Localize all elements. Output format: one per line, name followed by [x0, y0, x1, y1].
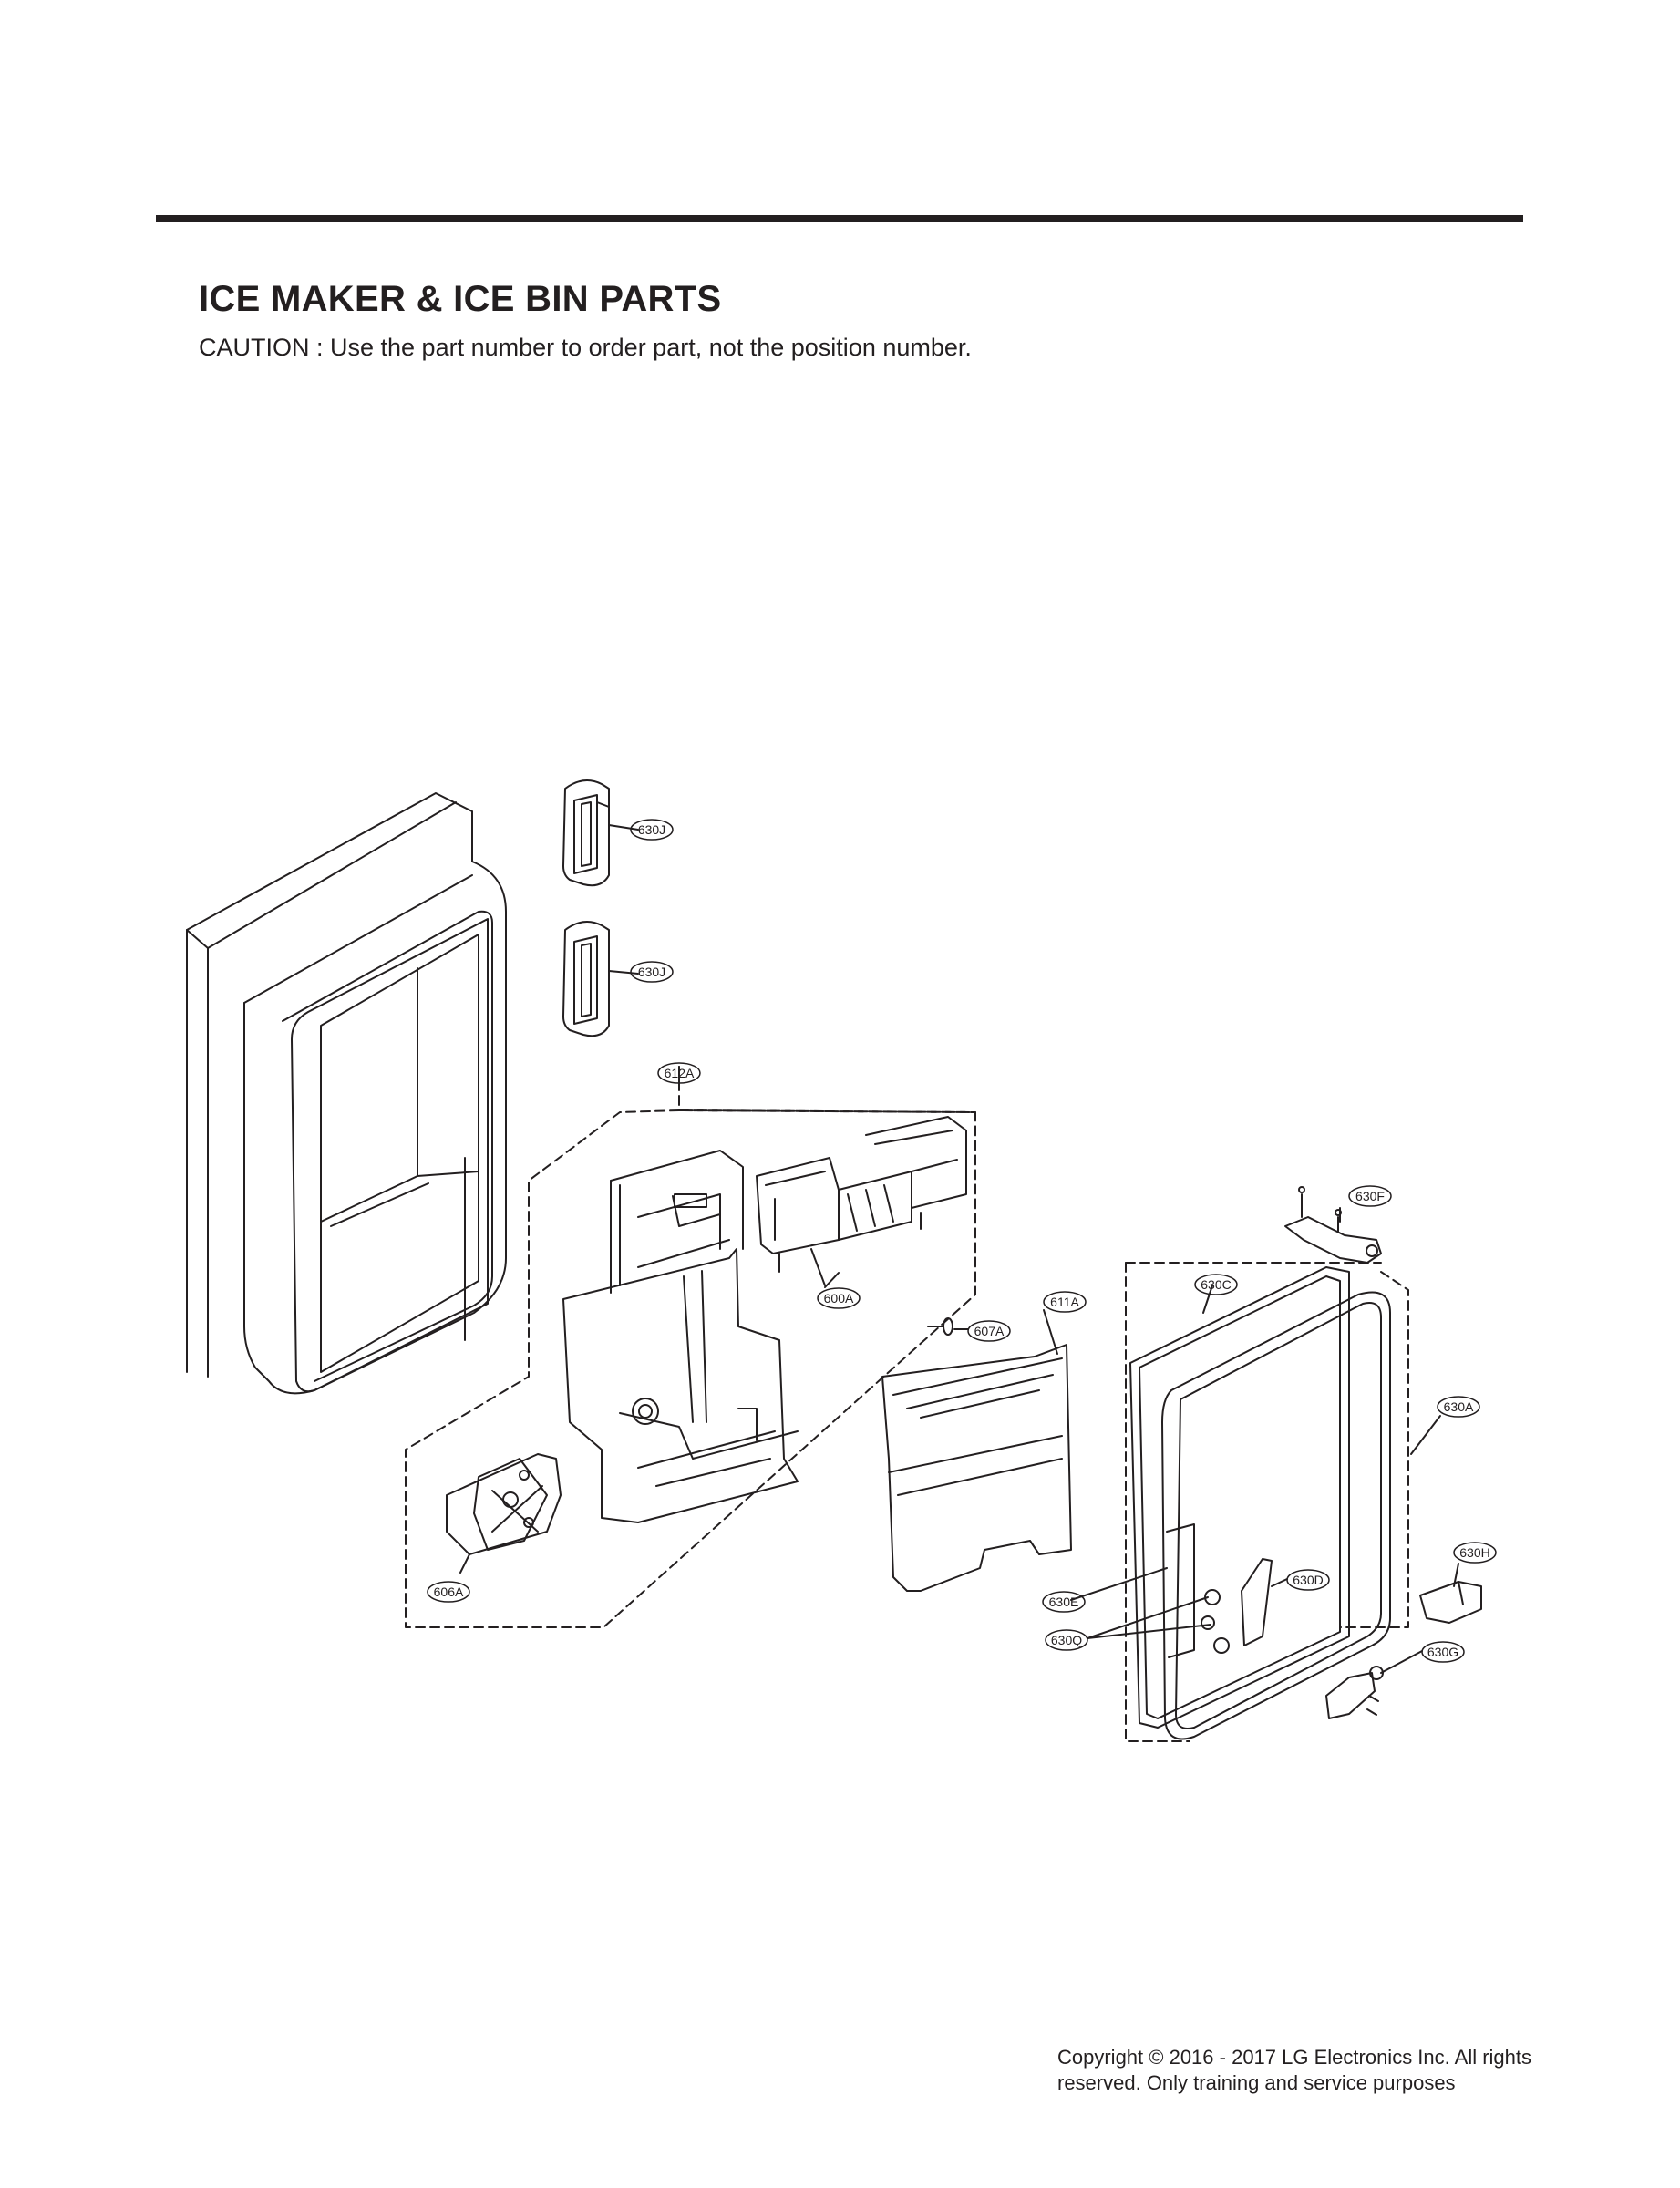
copyright-line-2: reserved. Only training and service purp… [1057, 2071, 1456, 2094]
svg-text:630F: 630F [1355, 1189, 1385, 1203]
svg-text:607A: 607A [974, 1324, 1005, 1338]
part-607A [927, 1317, 953, 1336]
callout-630J-top: 630J [630, 819, 674, 841]
svg-text:630D: 630D [1293, 1573, 1323, 1587]
callout-607A: 607A [967, 1320, 1011, 1342]
svg-text:600A: 600A [824, 1291, 854, 1306]
callout-606A: 606A [427, 1581, 470, 1603]
part-630G [1325, 1666, 1384, 1719]
callout-630F: 630F [1348, 1185, 1392, 1207]
leader-606A [459, 1553, 470, 1574]
svg-text:630C: 630C [1201, 1277, 1231, 1292]
header-rule [156, 215, 1523, 222]
assembly-630A-outline [1125, 1262, 1409, 1742]
part-630J-top [562, 779, 639, 887]
part-606A [446, 1453, 562, 1555]
callout-630G: 630G [1421, 1641, 1465, 1663]
callout-630D: 630D [1286, 1569, 1330, 1591]
callout-600A: 600A [817, 1287, 861, 1309]
callout-630C: 630C [1194, 1274, 1238, 1295]
part-600A-icemaker [756, 1116, 967, 1286]
svg-text:630A: 630A [1444, 1399, 1474, 1414]
part-630H [1419, 1581, 1482, 1624]
callout-611A: 611A [1043, 1291, 1087, 1313]
callout-630E: 630E [1042, 1591, 1086, 1613]
svg-text:630H: 630H [1459, 1545, 1489, 1560]
svg-text:630G: 630G [1427, 1645, 1458, 1659]
callout-630J-bottom: 630J [630, 961, 674, 983]
ice-bin-tray [562, 1150, 799, 1523]
copyright-line-1: Copyright © 2016 - 2017 LG Electronics I… [1057, 2046, 1532, 2069]
svg-text:611A: 611A [1050, 1295, 1079, 1309]
svg-text:630Q: 630Q [1051, 1633, 1082, 1647]
svg-text:630E: 630E [1049, 1595, 1079, 1609]
door-frame [186, 792, 507, 1395]
caution-note: CAUTION : Use the part number to order p… [199, 334, 972, 361]
part-611A-cover [881, 1344, 1072, 1592]
door-bin [1129, 1266, 1391, 1740]
svg-text:630J: 630J [638, 965, 665, 979]
part-630J-bottom [562, 921, 639, 1037]
callout-630A: 630A [1437, 1396, 1480, 1418]
callout-630Q: 630Q [1045, 1629, 1088, 1651]
callout-612A: 612A [657, 1062, 701, 1084]
assembly-612A-outline [405, 1066, 976, 1628]
svg-text:630J: 630J [638, 822, 665, 837]
copyright-notice: Copyright © 2016 - 2017 LG Electronics I… [1057, 2045, 1604, 2096]
svg-text:606A: 606A [434, 1584, 464, 1599]
page-title: ICE MAKER & ICE BIN PARTS [199, 279, 722, 319]
callout-630H: 630H [1453, 1542, 1497, 1564]
svg-text:612A: 612A [665, 1066, 695, 1080]
leader-lines [824, 1207, 1459, 1674]
